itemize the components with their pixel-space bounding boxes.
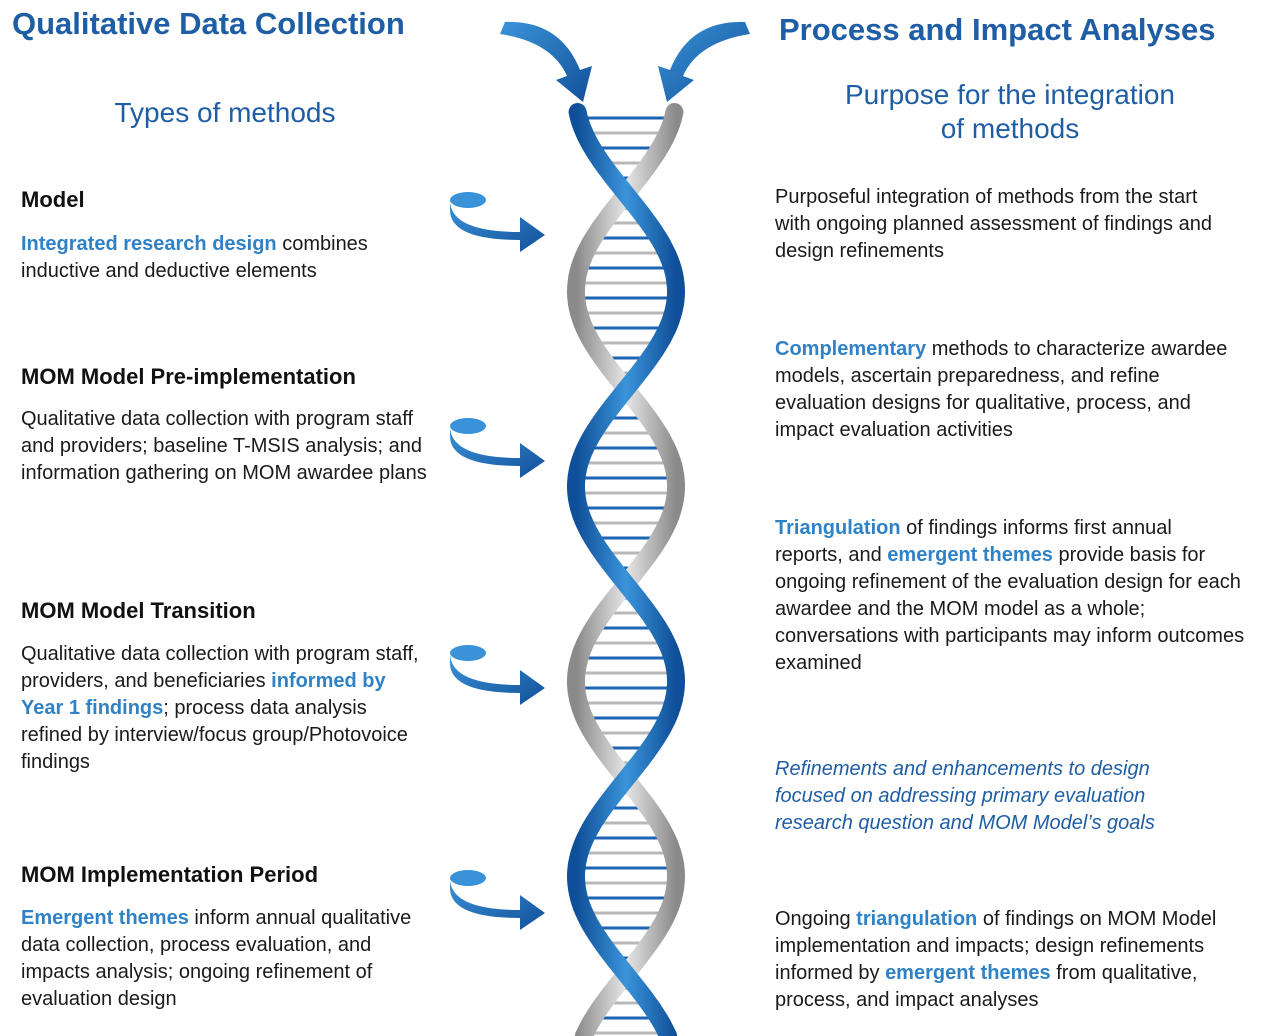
curved-arrow-icon-2 [450,418,545,478]
section-text-implementation-period: Emergent themes inform annual qualitativ… [21,905,441,1013]
purpose-text-1: Purposeful integration of methods from t… [775,184,1225,265]
text-run: inform annual qualitative data collectio… [21,907,412,1010]
highlight-term: informed by Year 1 findings [21,670,386,719]
text-run: methods to characterize awardee models, … [775,338,1228,441]
helix-strand-gray [566,103,686,1036]
text-run: Ongoing [775,908,857,930]
highlight-term: Complementary [775,338,927,360]
top-left-arrow-icon [500,21,592,102]
purpose-text-2: Complementary methods to characterize aw… [775,336,1240,444]
section-text-pre-implementation: Qualitative data collection with program… [21,406,431,487]
curved-arrow-icon-3 [450,645,545,705]
highlight-term: Integrated research design [21,233,277,255]
text-run: Qualitative data collection with program… [21,643,419,692]
text-run: Qualitative data collection with program… [21,408,427,484]
helix-strand-blue [566,103,686,1036]
curved-arrow-icon-1 [450,192,545,252]
section-text-transition: Qualitative data collection with program… [21,641,431,776]
highlight-term: Triangulation [775,517,901,539]
right-title: Process and Impact Analyses [779,12,1216,47]
refinements-note: Refinements and enhancements to design f… [775,758,1155,834]
top-right-arrow-icon [658,21,750,102]
right-subtitle-line2: of methods [940,113,1080,144]
text-run: provide basis for ongoing refinement of … [775,544,1245,674]
right-subtitle: Purpose for the integration of methods [790,78,1230,146]
section-heading-implementation-period: MOM Implementation Period [21,862,319,887]
curved-arrow-icon-4 [450,870,545,930]
section-heading-transition: MOM Model Transition [21,598,256,623]
left-subtitle: Types of methods [114,97,336,128]
highlight-term: triangulation [856,908,978,930]
text-run: combines inductive and deductive element… [21,233,368,282]
highlight-term: emergent themes [887,544,1053,566]
text-run: from qualitative, process, and impact an… [775,962,1198,1011]
purpose-text-3: Triangulation of findings informs first … [775,515,1245,677]
text-run: of findings on MOM Model implementation … [775,908,1217,984]
highlight-term: Emergent themes [21,907,189,929]
purpose-text-4: Ongoing triangulation of findings on MOM… [775,906,1255,1014]
section-text-model: Integrated research design combines indu… [21,231,441,285]
left-title: Qualitative Data Collection [12,6,405,41]
text-run: of findings informs first annual reports… [775,517,1172,566]
text-run: ; process data analysis refined by inter… [21,697,408,773]
section-heading-model: Model [21,187,85,212]
highlight-term: emergent themes [885,962,1051,984]
section-heading-pre-implementation: MOM Model Pre-implementation [21,364,356,389]
text-run: Purposeful integration of methods from t… [775,186,1212,262]
right-subtitle-line1: Purpose for the integration [845,79,1175,110]
